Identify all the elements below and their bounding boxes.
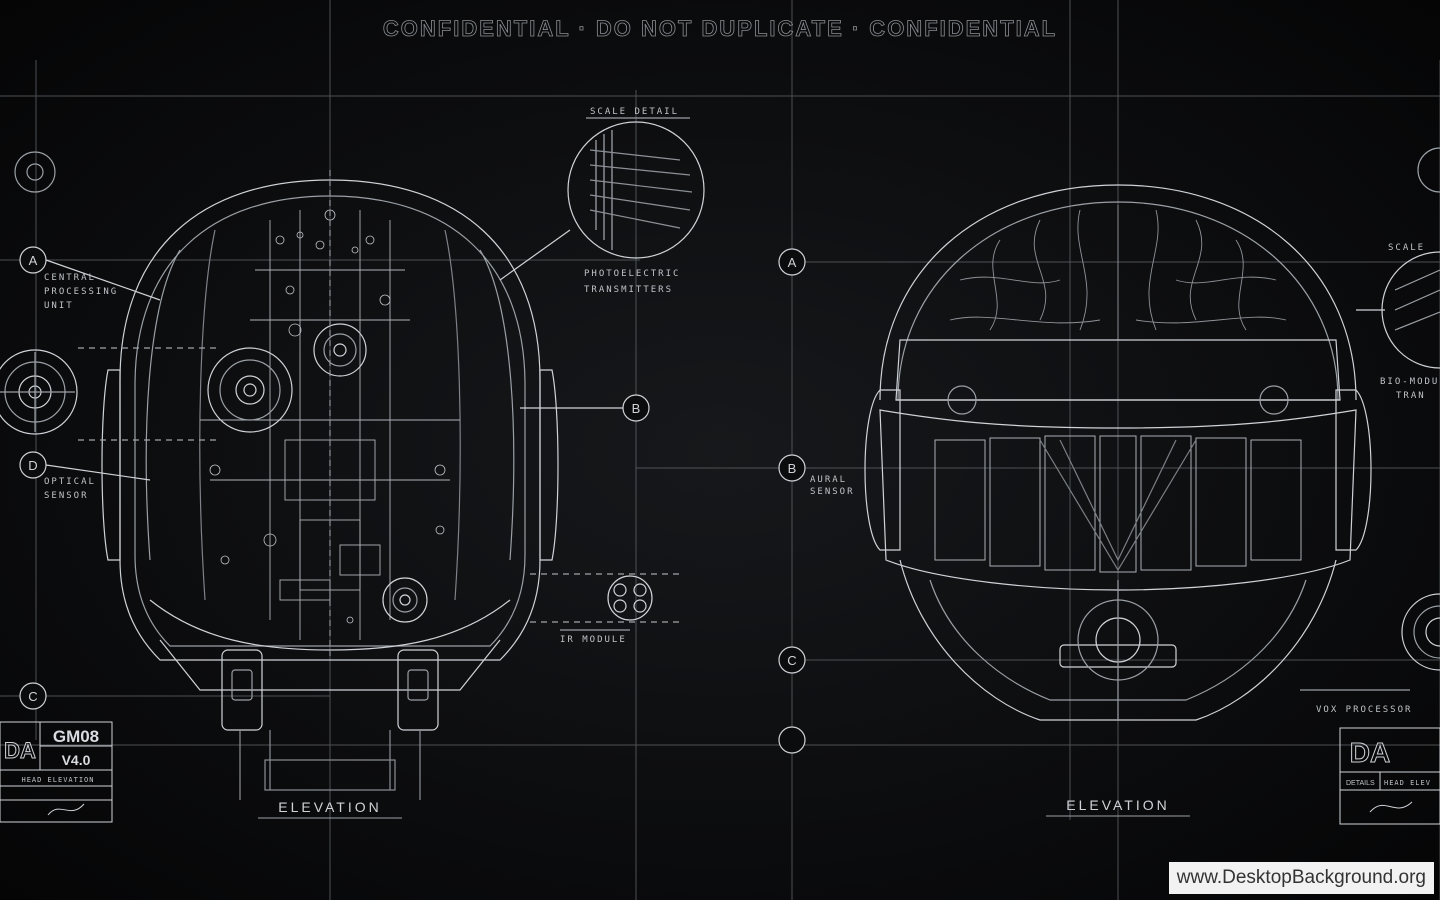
left-labels: CENTRAL PROCESSING UNIT OPTICAL SENSOR S… — [44, 107, 680, 645]
label-optical-2: SENSOR — [44, 491, 89, 501]
confidential-banner: CONFIDENTIAL · DO NOT DUPLICATE · CONFID… — [383, 16, 1057, 41]
model-number: GM08 — [53, 727, 99, 746]
right-labels: AURAL SENSOR SCALE BIO-MODU TRAN VOX PRO… — [810, 243, 1439, 715]
left-logo: DA — [4, 738, 36, 763]
left-details-text: HEAD ELEVATION — [21, 776, 94, 784]
label-scale-detail: SCALE DETAIL — [590, 107, 679, 117]
label-photo-2: TRANSMITTERS — [584, 285, 673, 295]
label-cpu-1: CENTRAL — [44, 273, 96, 283]
label-scale-partial: SCALE — [1388, 243, 1425, 253]
right-details-value: HEAD ELEV — [1384, 779, 1431, 787]
callout-a-left: A — [29, 253, 38, 268]
label-optical-1: OPTICAL — [44, 477, 96, 487]
label-vox: VOX PROCESSOR — [1316, 705, 1412, 715]
right-title-block — [1339, 727, 1440, 825]
callout-d-left: D — [28, 458, 37, 473]
right-logo: DA — [1350, 737, 1390, 768]
right-details-label: DETAILS — [1346, 780, 1375, 787]
watermark-badge: www.DesktopBackground.org — [1168, 862, 1434, 894]
label-bio-2: TRAN — [1396, 391, 1426, 401]
callout-b-left: B — [632, 401, 641, 416]
callout-c-left: C — [28, 689, 37, 704]
label-bio-1: BIO-MODU — [1380, 377, 1439, 387]
right-callouts — [778, 248, 806, 754]
elevation-label-right: ELEVATION — [1066, 797, 1170, 813]
ir-module-inset — [530, 573, 680, 631]
label-ir-module: IR MODULE — [560, 635, 627, 645]
label-aural-2: SENSOR — [810, 487, 855, 497]
left-title-block — [0, 721, 113, 823]
label-photo-1: PHOTOELECTRIC — [584, 269, 680, 279]
callout-c-right: C — [787, 653, 796, 668]
elevation-label-left: ELEVATION — [278, 799, 382, 815]
right-partial-insets — [1300, 147, 1440, 691]
left-gear-detail — [0, 151, 220, 441]
callout-b-right: B — [788, 461, 797, 476]
scale-detail-inset — [499, 117, 705, 281]
left-callouts — [19, 246, 650, 710]
label-aural-1: AURAL — [810, 475, 847, 485]
label-cpu-2: PROCESSING — [44, 287, 118, 297]
callout-a-right: A — [788, 255, 797, 270]
right-helmet-drawing — [864, 184, 1372, 721]
left-helmet-drawing — [101, 170, 559, 800]
version-number: V4.0 — [62, 752, 91, 768]
label-cpu-3: UNIT — [44, 301, 74, 311]
